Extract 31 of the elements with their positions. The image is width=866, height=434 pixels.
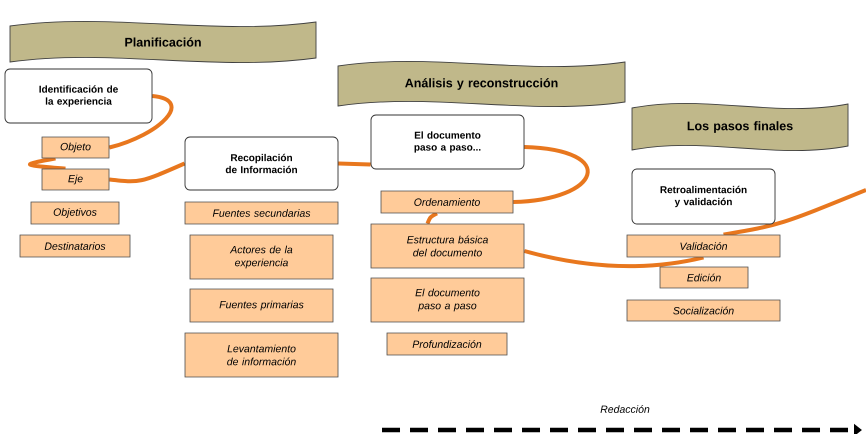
phase-banner: Análisis y reconstrucción	[338, 60, 626, 108]
topic-box: Levantamiento de información	[184, 332, 338, 378]
connector-line	[513, 145, 590, 204]
topic-box: Fuentes primarias	[190, 288, 334, 322]
topic-box: Fuentes secundarias	[184, 202, 338, 224]
timeline-label: Redacción	[600, 405, 650, 413]
phase-banner: Planificación	[10, 21, 316, 64]
topic-box: Eje	[42, 168, 110, 190]
topic-box: Profundización	[386, 332, 508, 356]
connector-line	[426, 212, 438, 224]
topic-box: Validación	[626, 234, 780, 258]
topic-box: Objetivos	[30, 202, 120, 224]
phase-banner: Los pasos finales	[632, 103, 848, 152]
topic-box: Ordenamiento	[380, 190, 514, 214]
topic-box: Actores de la experiencia	[190, 234, 334, 280]
connector-line	[338, 162, 371, 166]
topic-box: Socialización	[626, 300, 780, 322]
topic-box: Destinatarios	[20, 234, 130, 258]
connector-line	[524, 249, 704, 268]
connector-line	[723, 188, 866, 237]
process-box: Retroalimentación y validación	[632, 168, 776, 224]
process-box: El documento paso a paso...	[370, 114, 524, 170]
connector-line	[28, 156, 66, 171]
connector-line	[109, 162, 186, 184]
topic-box: Estructura básica del documento	[370, 224, 524, 268]
connector-line	[108, 94, 174, 150]
topic-box: Edición	[660, 266, 748, 288]
process-box: Identificación de la experiencia	[4, 68, 152, 124]
process-box: Recopilación de Información	[184, 136, 338, 190]
topic-box: El documento paso a paso	[370, 278, 524, 322]
topic-box: Objeto	[42, 136, 110, 158]
